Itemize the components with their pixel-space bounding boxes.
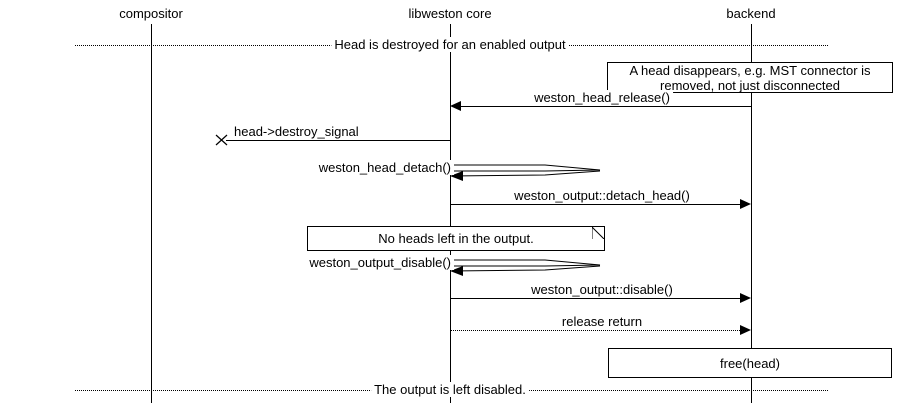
note-fold-corner-icon xyxy=(591,226,605,240)
message-weston-output-disable-loop xyxy=(449,255,610,281)
note-no-heads-left: No heads left in the output. xyxy=(307,226,605,251)
note-head-disappears: A head disappears, e.g. MST connector is… xyxy=(607,62,893,93)
action-free-head-box: free(head) xyxy=(608,348,892,378)
message-weston-output-detach-head-arrowhead xyxy=(740,199,751,209)
note-head-disappears-line2: removed, not just disconnected xyxy=(660,77,840,93)
separator-bottom-label: The output is left disabled. xyxy=(371,382,529,397)
message-release-return-arrowhead xyxy=(740,325,751,335)
participant-label-libweston-core: libweston core xyxy=(408,6,492,21)
message-head-destroy-signal-label: head->destroy_signal xyxy=(231,124,362,139)
message-release-return-label: release return xyxy=(558,314,646,329)
message-weston-output-detach-head-label: weston_output::detach_head() xyxy=(511,188,693,203)
message-weston-output-disable-backend-arrowhead xyxy=(740,293,751,303)
message-weston-output-disable-backend-label: weston_output::disable() xyxy=(528,282,676,297)
message-head-destroy-signal-line xyxy=(226,140,450,141)
participant-label-backend: backend xyxy=(726,6,776,21)
message-weston-head-release-arrowhead xyxy=(450,101,461,111)
note-head-disappears-line1: A head disappears, e.g. MST connector is xyxy=(629,62,871,78)
message-weston-head-release-line xyxy=(455,106,751,107)
message-weston-head-detach-loop xyxy=(449,160,610,186)
destroy-x-icon xyxy=(214,132,230,148)
lifeline-libweston-core xyxy=(450,24,451,403)
message-weston-head-release-label: weston_head_release() xyxy=(531,90,673,105)
note-no-heads-left-line1: No heads left in the output. xyxy=(378,231,534,246)
message-weston-output-disable-backend-line xyxy=(450,298,740,299)
message-weston-head-detach-label: weston_head_detach() xyxy=(270,160,454,175)
participant-label-compositor: compositor xyxy=(119,6,183,21)
message-release-return-line xyxy=(450,330,740,331)
message-weston-output-disable-label: weston_output_disable() xyxy=(270,255,454,270)
separator-top-label: Head is destroyed for an enabled output xyxy=(331,37,569,52)
lifeline-compositor xyxy=(151,24,152,403)
action-free-head-label: free(head) xyxy=(720,355,780,371)
message-weston-output-detach-head-line xyxy=(450,204,740,205)
lifeline-backend xyxy=(751,24,752,403)
